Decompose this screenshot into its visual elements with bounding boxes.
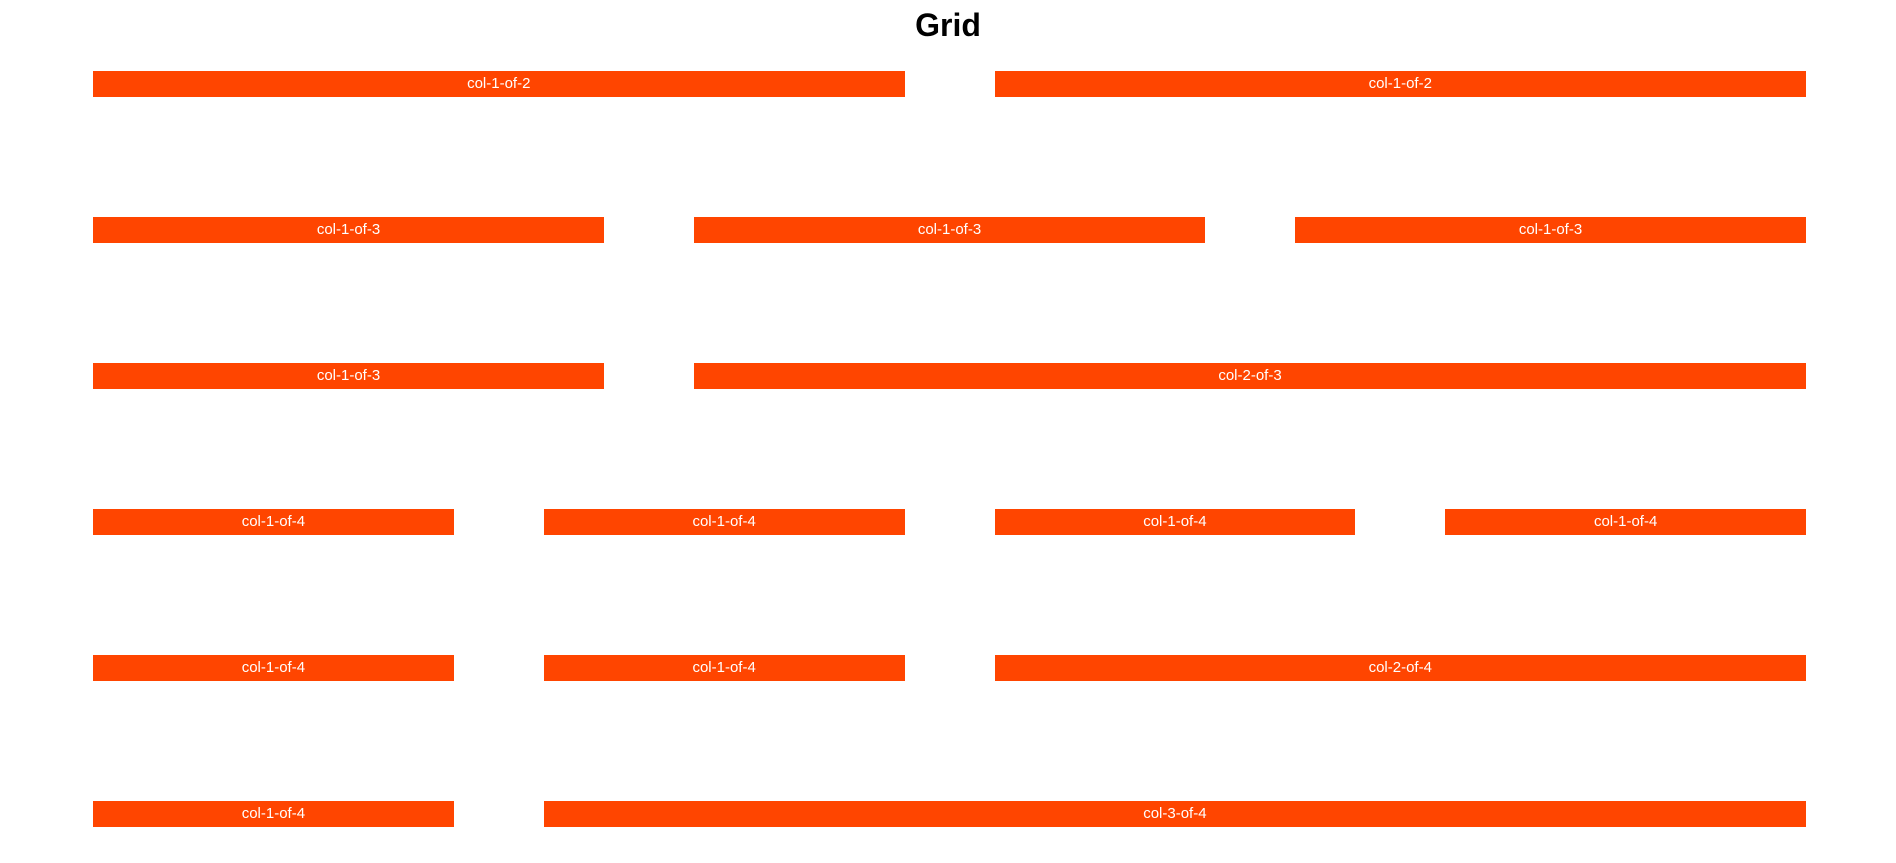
grid-column: col-1-of-3	[93, 217, 604, 243]
grid-column: col-1-of-2	[994, 71, 1806, 97]
grid-row-quarter-three-quarters: col-1-of-4 col-3-of-4	[93, 801, 1806, 827]
grid-column: col-1-of-4	[93, 801, 454, 827]
grid-column: col-1-of-4	[543, 655, 905, 681]
grid-column: col-1-of-3	[1295, 217, 1806, 243]
grid-column: col-2-of-3	[694, 363, 1806, 389]
grid-column: col-1-of-4	[93, 655, 454, 681]
grid-column: col-1-of-3	[93, 363, 604, 389]
page-title: Grid	[915, 7, 981, 43]
grid-column: col-1-of-3	[694, 217, 1205, 243]
grid-column: col-3-of-4	[543, 801, 1806, 827]
grid-column: col-1-of-4	[543, 509, 905, 535]
grid-column: col-1-of-4	[1445, 509, 1806, 535]
grid-row-halves: col-1-of-2 col-1-of-2	[93, 71, 1806, 97]
grid-row-thirds: col-1-of-3 col-1-of-3 col-1-of-3	[93, 217, 1806, 243]
grid-row-quarters: col-1-of-4 col-1-of-4 col-1-of-4 col-1-o…	[93, 509, 1806, 535]
grid-column: col-1-of-4	[994, 509, 1356, 535]
grid-row-quarter-quarter-half: col-1-of-4 col-1-of-4 col-2-of-4	[93, 655, 1806, 681]
grid-column: col-1-of-4	[93, 509, 454, 535]
grid-column: col-2-of-4	[994, 655, 1806, 681]
grid-row-third-two-thirds: col-1-of-3 col-2-of-3	[93, 363, 1806, 389]
grid-column: col-1-of-2	[93, 71, 905, 97]
